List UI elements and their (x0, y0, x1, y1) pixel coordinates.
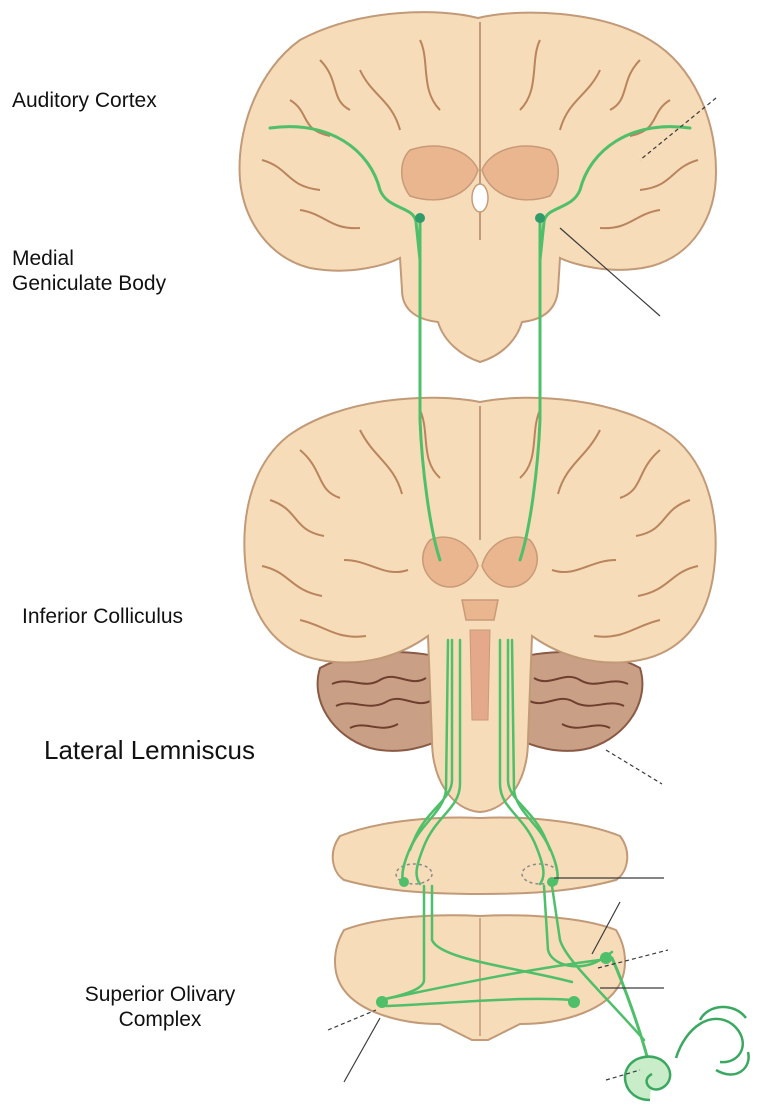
nucleus-right-olive (568, 996, 580, 1008)
pointer-olivary-left-dashed (328, 1010, 376, 1030)
pons-outline (333, 818, 627, 894)
label-superior-olivary-line2: Complex (60, 1007, 260, 1032)
label-medial-geniculate-line1: Medial (12, 246, 166, 271)
label-auditory-cortex: Auditory Cortex (12, 88, 157, 113)
nucleus-left-lemniscus (399, 877, 409, 887)
pons-section (333, 818, 627, 894)
nucleus-left-olive (376, 996, 388, 1008)
label-superior-olivary-complex: Superior Olivary Complex (60, 982, 260, 1032)
middle-brain-section (244, 398, 715, 812)
label-superior-olivary-line1: Superior Olivary (60, 982, 260, 1007)
nucleus-right-mgb (535, 213, 545, 223)
brainstem-core (470, 630, 490, 720)
label-medial-geniculate-line2: Geniculate Body (12, 271, 166, 296)
nucleus-cochlear (600, 952, 612, 964)
cochlea-icon (625, 1007, 749, 1100)
upper-brain-section (240, 12, 716, 362)
label-medial-geniculate-body: Medial Geniculate Body (12, 246, 166, 296)
semicircular-canals (676, 1007, 749, 1075)
pointer-olivary-left (344, 1018, 380, 1082)
pointer-colliculus (606, 750, 662, 784)
cochlea-body (625, 1057, 670, 1100)
upper-ventricle (472, 184, 488, 212)
label-lateral-lemniscus: Lateral Lemniscus (44, 735, 255, 765)
label-inferior-colliculus: Inferior Colliculus (22, 604, 183, 629)
nucleus-left-mgb (415, 213, 425, 223)
